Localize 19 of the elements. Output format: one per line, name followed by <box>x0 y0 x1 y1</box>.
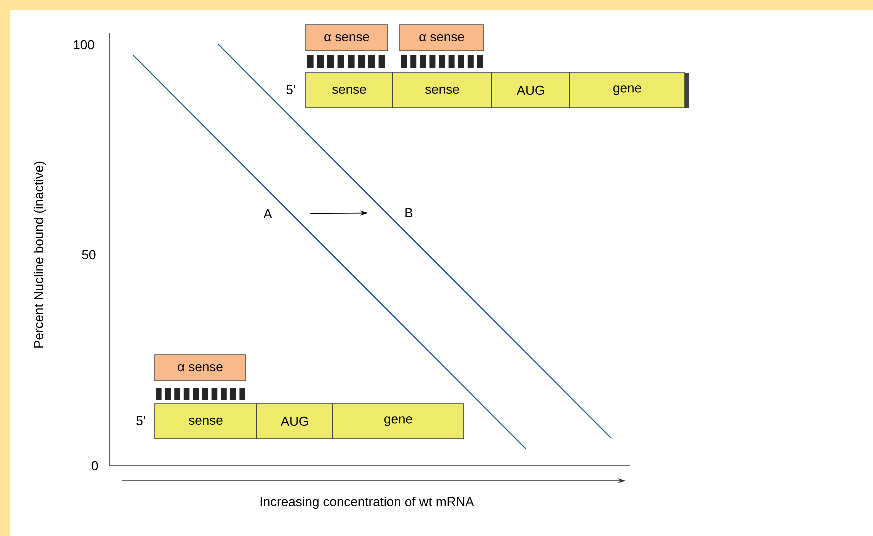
end-label: 5' <box>286 85 296 95</box>
curve-label: A <box>264 210 272 218</box>
axis-title: Percent Nucline bound (inactive) <box>34 162 46 348</box>
antisense-box: α sense <box>400 24 484 52</box>
curve-label: B <box>406 208 413 218</box>
mrna-segment-box: AUG <box>256 404 334 440</box>
tick-label: 0 <box>92 461 98 471</box>
mrna-segment-box: gene <box>332 404 464 440</box>
mrna-segment-box: sense <box>392 72 492 108</box>
mrna-segment-box: gene <box>570 72 686 108</box>
antisense-box: α sense <box>306 24 388 52</box>
axis-title: Increasing concentration of wt mRNA <box>260 496 474 510</box>
mrna-segment-box: sense <box>154 404 258 440</box>
end-label: 5' <box>136 416 146 426</box>
tick-label: 100 <box>74 40 94 50</box>
mrna-segment-box: sense <box>306 72 394 108</box>
tick-label: 50 <box>82 250 96 260</box>
mrna-segment-box: AUG <box>492 72 570 108</box>
antisense-box: α sense <box>154 354 246 382</box>
